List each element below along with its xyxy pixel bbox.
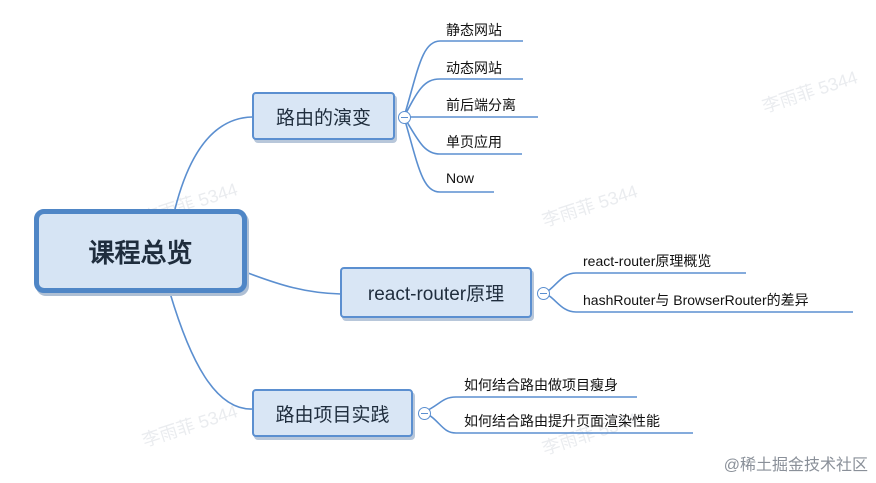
root-node[interactable]: 课程总览	[34, 209, 247, 293]
leaf-node[interactable]: 如何结合路由做项目瘦身	[464, 377, 618, 393]
collapse-toggle-icon[interactable]	[537, 287, 550, 300]
leaf-node[interactable]: Now	[446, 170, 475, 186]
branch-node-label: react-router原理	[367, 284, 505, 305]
connector-leaf	[403, 40, 523, 118]
connector-leaf	[423, 396, 637, 413]
leaf-node[interactable]: react-router原理概览	[583, 253, 712, 269]
site-attribution: @稀土掘金技术社区	[723, 457, 868, 474]
branch-node-label: 路由的演变	[275, 107, 371, 129]
leaf-node[interactable]: 前后端分离	[446, 97, 516, 113]
collapse-toggle-icon[interactable]	[398, 111, 411, 124]
leaf-node[interactable]: hashRouter与 BrowserRouter的差异	[583, 292, 809, 308]
connector-root-branch-1	[174, 116, 253, 210]
connector-leaf	[403, 116, 494, 193]
branch-node-react-router-principle[interactable]: react-router原理	[340, 267, 532, 318]
leaf-node[interactable]: 单页应用	[446, 134, 502, 150]
connector-leaf	[403, 116, 522, 155]
connector-leaf	[403, 78, 523, 118]
leaf-node[interactable]: 静态网站	[446, 22, 502, 38]
root-node-label: 课程总览	[88, 237, 193, 268]
branch-node-route-evolution[interactable]: 路由的演变	[252, 92, 395, 140]
leaf-node[interactable]: 如何结合路由提升页面渲染性能	[464, 413, 660, 429]
connector-root-branch-2	[247, 272, 342, 295]
collapse-toggle-icon[interactable]	[418, 407, 431, 420]
branch-node-label: 路由项目实践	[275, 404, 390, 426]
branch-node-route-project-practice[interactable]: 路由项目实践	[252, 389, 413, 437]
connector-root-branch-3	[169, 292, 253, 410]
leaf-node[interactable]: 动态网站	[446, 60, 502, 76]
